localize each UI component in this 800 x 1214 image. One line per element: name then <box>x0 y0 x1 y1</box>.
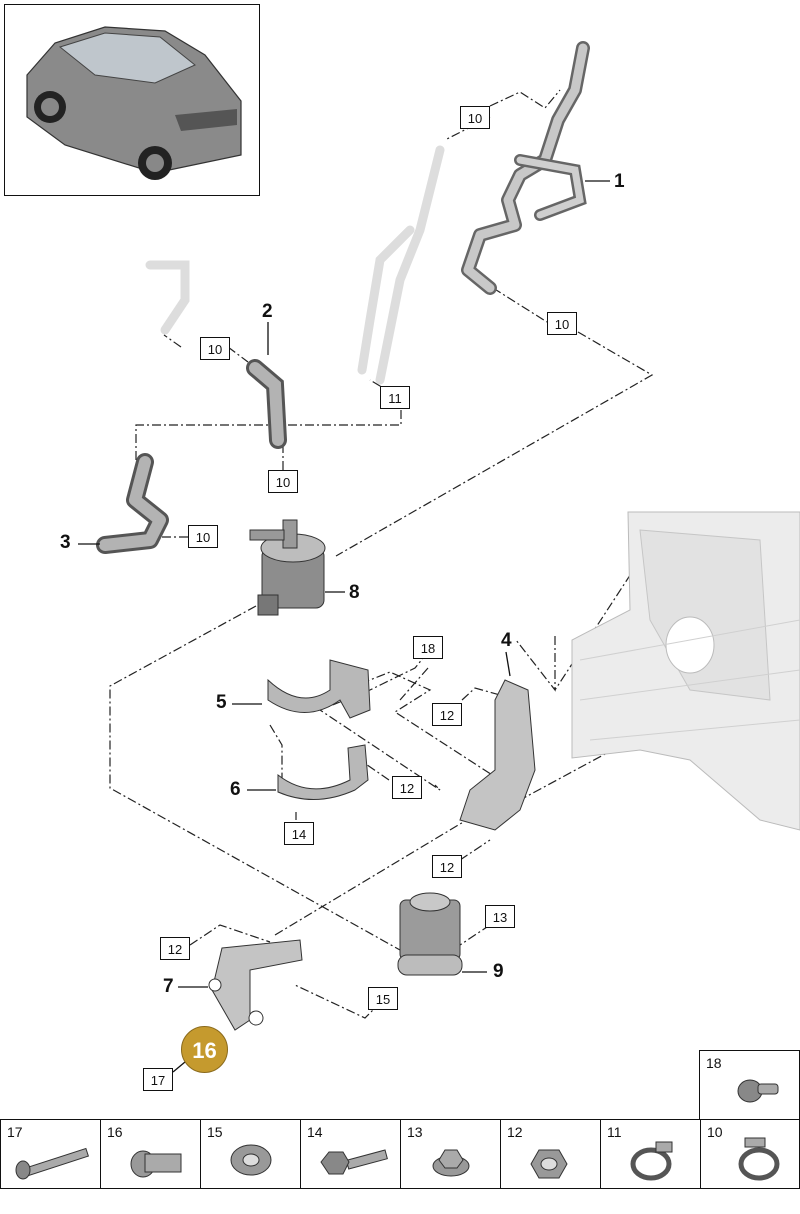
legend-cell-number: 10 <box>707 1124 723 1140</box>
legend-cell-13[interactable]: 13 <box>400 1119 501 1189</box>
part-label: 5 <box>216 692 227 713</box>
valve-9-graphic <box>397 892 463 976</box>
hose-clamp-icon <box>630 1141 673 1181</box>
legend-cell-number: 16 <box>107 1124 123 1140</box>
part-label: 2 <box>262 301 273 322</box>
vehicle-thumbnail-frame <box>4 4 260 196</box>
callout-box: 10 <box>268 470 298 493</box>
callout-box: 12 <box>432 855 462 878</box>
flange-nut-icon <box>432 1149 470 1177</box>
part-label: 7 <box>163 976 174 997</box>
callout-box: 18 <box>413 636 443 659</box>
hose-2-graphic <box>246 359 287 449</box>
callout-box: 10 <box>460 106 490 129</box>
legend-cell-11[interactable]: 11 <box>600 1119 701 1189</box>
legend-cell-number: 14 <box>307 1124 323 1140</box>
ghost-pipe-graphic <box>145 145 445 385</box>
callout-box: 10 <box>200 337 230 360</box>
part-label: 1 <box>614 171 625 192</box>
part-label: 4 <box>501 630 512 651</box>
callout-box: 10 <box>547 312 577 335</box>
grommet-icon <box>230 1144 272 1176</box>
legend-cell-10[interactable]: 10 <box>700 1119 800 1189</box>
hose-clamp-icon <box>738 1137 780 1181</box>
callout-box: 11 <box>380 386 410 409</box>
callout-box: 10 <box>188 525 218 548</box>
coolant-hose-1-graphic <box>461 41 590 295</box>
clamp-bracket-5-graphic <box>267 659 371 719</box>
part-label: 9 <box>493 961 504 982</box>
vehicle-thumbnail-icon <box>26 26 242 180</box>
legend-cell-12[interactable]: 12 <box>500 1119 601 1189</box>
callout-box: 13 <box>485 905 515 928</box>
legend-cell-15[interactable]: 15 <box>200 1119 301 1189</box>
legend-cell-number: 15 <box>207 1124 223 1140</box>
callout-box: 15 <box>368 987 398 1010</box>
callout-box: 12 <box>432 703 462 726</box>
hose-3-graphic <box>96 453 169 554</box>
nut-icon <box>530 1149 568 1179</box>
clamp-bracket-6-graphic <box>277 744 369 800</box>
callout-box: 12 <box>392 776 422 799</box>
body-structure-graphic <box>571 511 800 831</box>
legend-cell-16[interactable]: 16 <box>100 1119 201 1189</box>
legend-cell-18[interactable]: 18 <box>699 1050 800 1120</box>
part-label: 8 <box>349 582 360 603</box>
callout-box: 12 <box>160 937 190 960</box>
legend-cell-number: 12 <box>507 1124 523 1140</box>
hex-bolt-icon <box>320 1149 388 1175</box>
legend-cell-number: 13 <box>407 1124 423 1140</box>
bolt-icon <box>737 1079 779 1103</box>
legend-cell-number: 18 <box>706 1055 722 1071</box>
bracket-4-graphic <box>459 679 536 831</box>
coolant-pump-8-graphic <box>249 519 326 616</box>
rivet-nut-icon <box>130 1150 182 1178</box>
legend-cell-number: 17 <box>7 1124 23 1140</box>
highlight-part-badge[interactable]: 16 <box>181 1026 228 1073</box>
part-label: 6 <box>230 779 241 800</box>
bracket-7-graphic <box>208 939 303 1031</box>
legend-cell-14[interactable]: 14 <box>300 1119 401 1189</box>
legend-cell-17[interactable]: 17 <box>0 1119 101 1189</box>
legend-cell-number: 11 <box>607 1124 622 1140</box>
long-bolt-icon <box>15 1147 90 1180</box>
callout-box: 17 <box>143 1068 173 1091</box>
callout-box: 14 <box>284 822 314 845</box>
part-label: 3 <box>60 532 71 553</box>
